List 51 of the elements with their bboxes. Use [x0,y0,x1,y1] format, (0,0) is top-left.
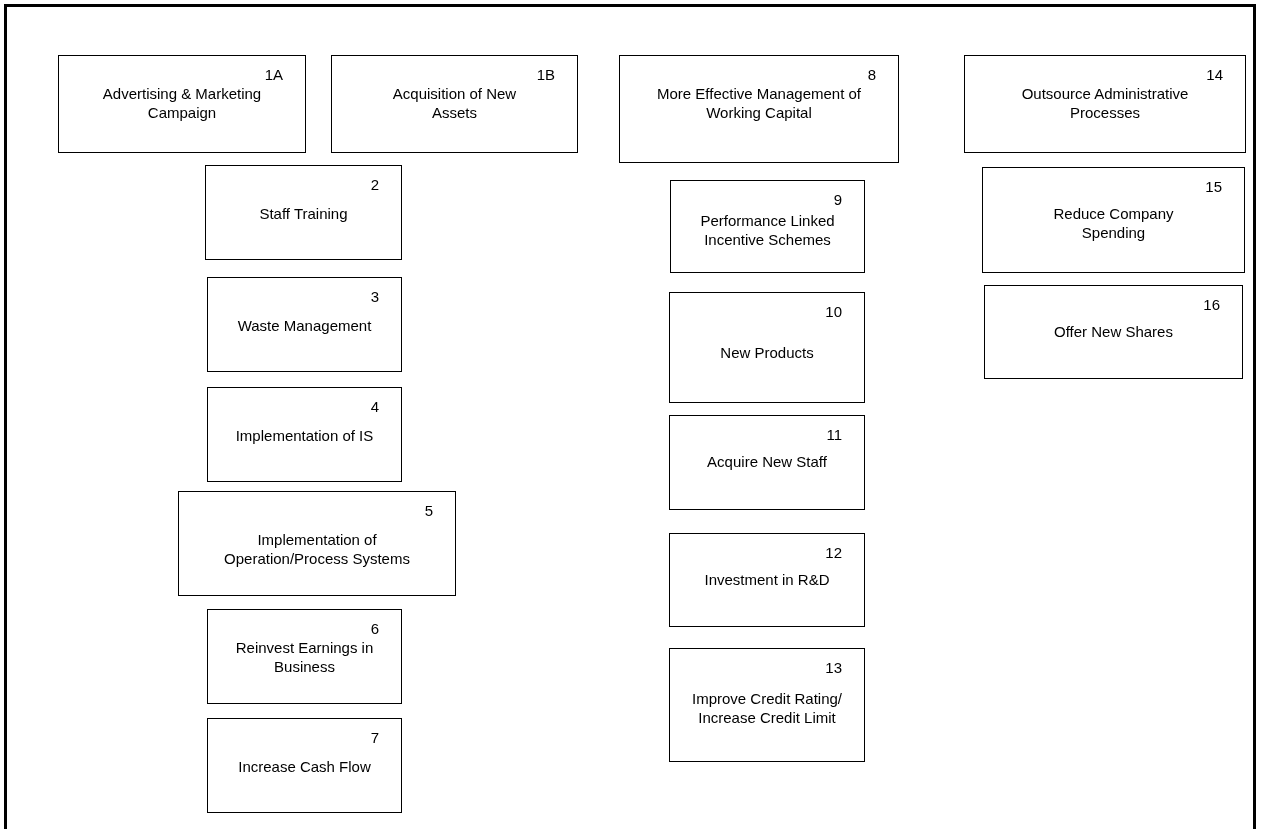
strategy-box [669,533,865,627]
item-title: Investment in R&D [703,570,831,589]
item-title: Reduce Company Spending [1052,204,1175,242]
strategy-box [982,167,1245,273]
strategy-box [984,285,1243,379]
strategy-box [207,387,402,482]
strategy-box [964,55,1246,153]
item-number: 12 [825,544,842,561]
item-number: 1B [536,66,555,83]
strategy-box [670,180,865,273]
item-number: 7 [370,729,379,746]
strategy-box [207,277,402,372]
item-number: 10 [825,303,842,320]
item-title: Staff Training [258,204,349,223]
item-number: 1A [264,66,283,83]
item-title: Improve Credit Rating/ Increase Credit Limit [690,689,844,727]
item-title: New Products [719,343,815,362]
item-title: Advertising & Marketing Campaign [101,84,263,122]
item-title: Acquisition of New Assets [391,84,518,122]
item-number: 16 [1203,296,1220,313]
item-number: 3 [370,288,379,305]
item-number: 9 [833,191,842,208]
item-number: 8 [867,66,876,83]
item-number: 13 [825,659,842,676]
item-number: 11 [826,426,842,443]
strategy-box [178,491,456,596]
strategy-box [669,415,865,510]
strategy-box [58,55,306,153]
item-title: Performance Linked Incentive Schemes [699,211,836,249]
item-title: Implementation of Operation/Process Systems [223,530,411,568]
item-title: Implementation of IS [234,426,375,445]
item-title: Acquire New Staff [706,452,828,471]
item-title: More Effective Management of Working Capital [656,84,862,122]
strategy-box [669,648,865,762]
item-number: 2 [370,176,379,193]
item-title: Reinvest Earnings in Business [234,638,375,676]
strategy-box [205,165,402,260]
item-number: 15 [1205,178,1222,195]
strategy-box [619,55,899,163]
item-title: Increase Cash Flow [237,757,372,776]
item-number: 4 [370,398,379,415]
item-title: Offer New Shares [1053,322,1174,341]
item-title: Waste Management [236,316,373,335]
item-title: Outsource Administrative Processes [1020,84,1190,122]
strategy-box [207,609,402,704]
item-number: 6 [370,620,379,637]
strategy-box [331,55,578,153]
item-number: 14 [1206,66,1223,83]
strategy-box [669,292,865,403]
item-number: 5 [424,502,433,519]
strategy-box [207,718,402,813]
